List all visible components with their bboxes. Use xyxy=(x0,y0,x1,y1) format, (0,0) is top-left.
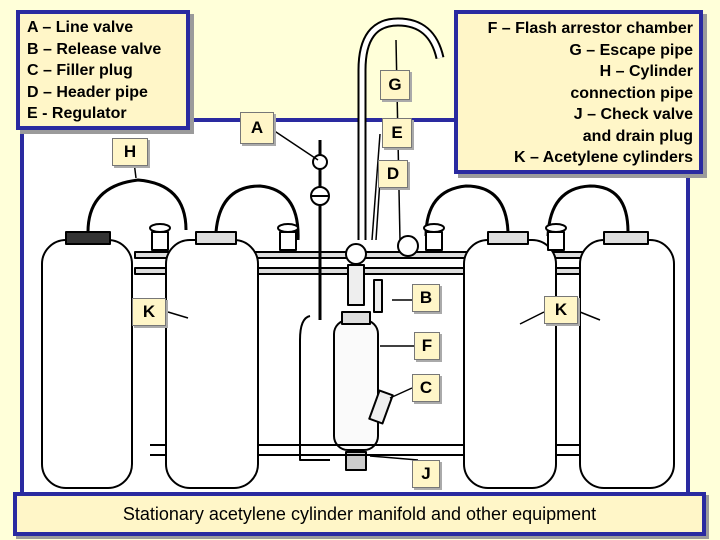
label-a: A xyxy=(240,112,274,144)
acetylene-cylinders xyxy=(41,178,675,489)
label-k-right: K xyxy=(544,296,578,324)
legend-right: F – Flash arrestor chamber G – Escape pi… xyxy=(454,10,703,174)
regulator xyxy=(345,235,419,313)
legend-item-g: G – Escape pipe xyxy=(569,41,693,59)
label-b: B xyxy=(412,284,440,312)
label-c: C xyxy=(412,374,440,402)
cylinder-3 xyxy=(424,184,557,489)
legend-item-h-cont: connection pipe xyxy=(570,84,693,102)
label-e: E xyxy=(382,118,412,148)
flash-arrestor-chamber xyxy=(299,311,394,471)
legend-item-k: K – Acetylene cylinders xyxy=(513,149,693,166)
label-g: G xyxy=(380,70,410,100)
legend-item-e: E - Regulator xyxy=(27,105,127,122)
legend-item-a: A – Line valve xyxy=(27,19,134,36)
figure-caption: Stationary acetylene cylinder manifold a… xyxy=(13,492,706,536)
cylinder-valves xyxy=(149,223,567,251)
label-d: D xyxy=(378,160,408,188)
legend-item-b: B – Release valve xyxy=(27,40,162,58)
legend-item-f: F – Flash arrestor chamber xyxy=(487,20,693,37)
label-f: F xyxy=(414,332,440,360)
cylinder-4 xyxy=(546,184,675,489)
legend-item-j-cont: and drain plug xyxy=(582,127,693,145)
legend-item-c: C – Filler plug xyxy=(27,62,133,79)
legend-item-h: H – Cylinder xyxy=(599,63,693,80)
label-k-left: K xyxy=(132,298,166,326)
label-j: J xyxy=(412,460,440,488)
label-h: H xyxy=(112,138,148,166)
cylinder-1 xyxy=(41,178,188,489)
cylinder-2 xyxy=(165,184,300,489)
legend-item-j: J – Check valve xyxy=(573,106,693,123)
legend-left: A – Line valve B – Release valve C – Fil… xyxy=(16,10,190,130)
escape-pipe xyxy=(357,17,445,240)
legend-item-d: D – Header pipe xyxy=(27,83,148,101)
